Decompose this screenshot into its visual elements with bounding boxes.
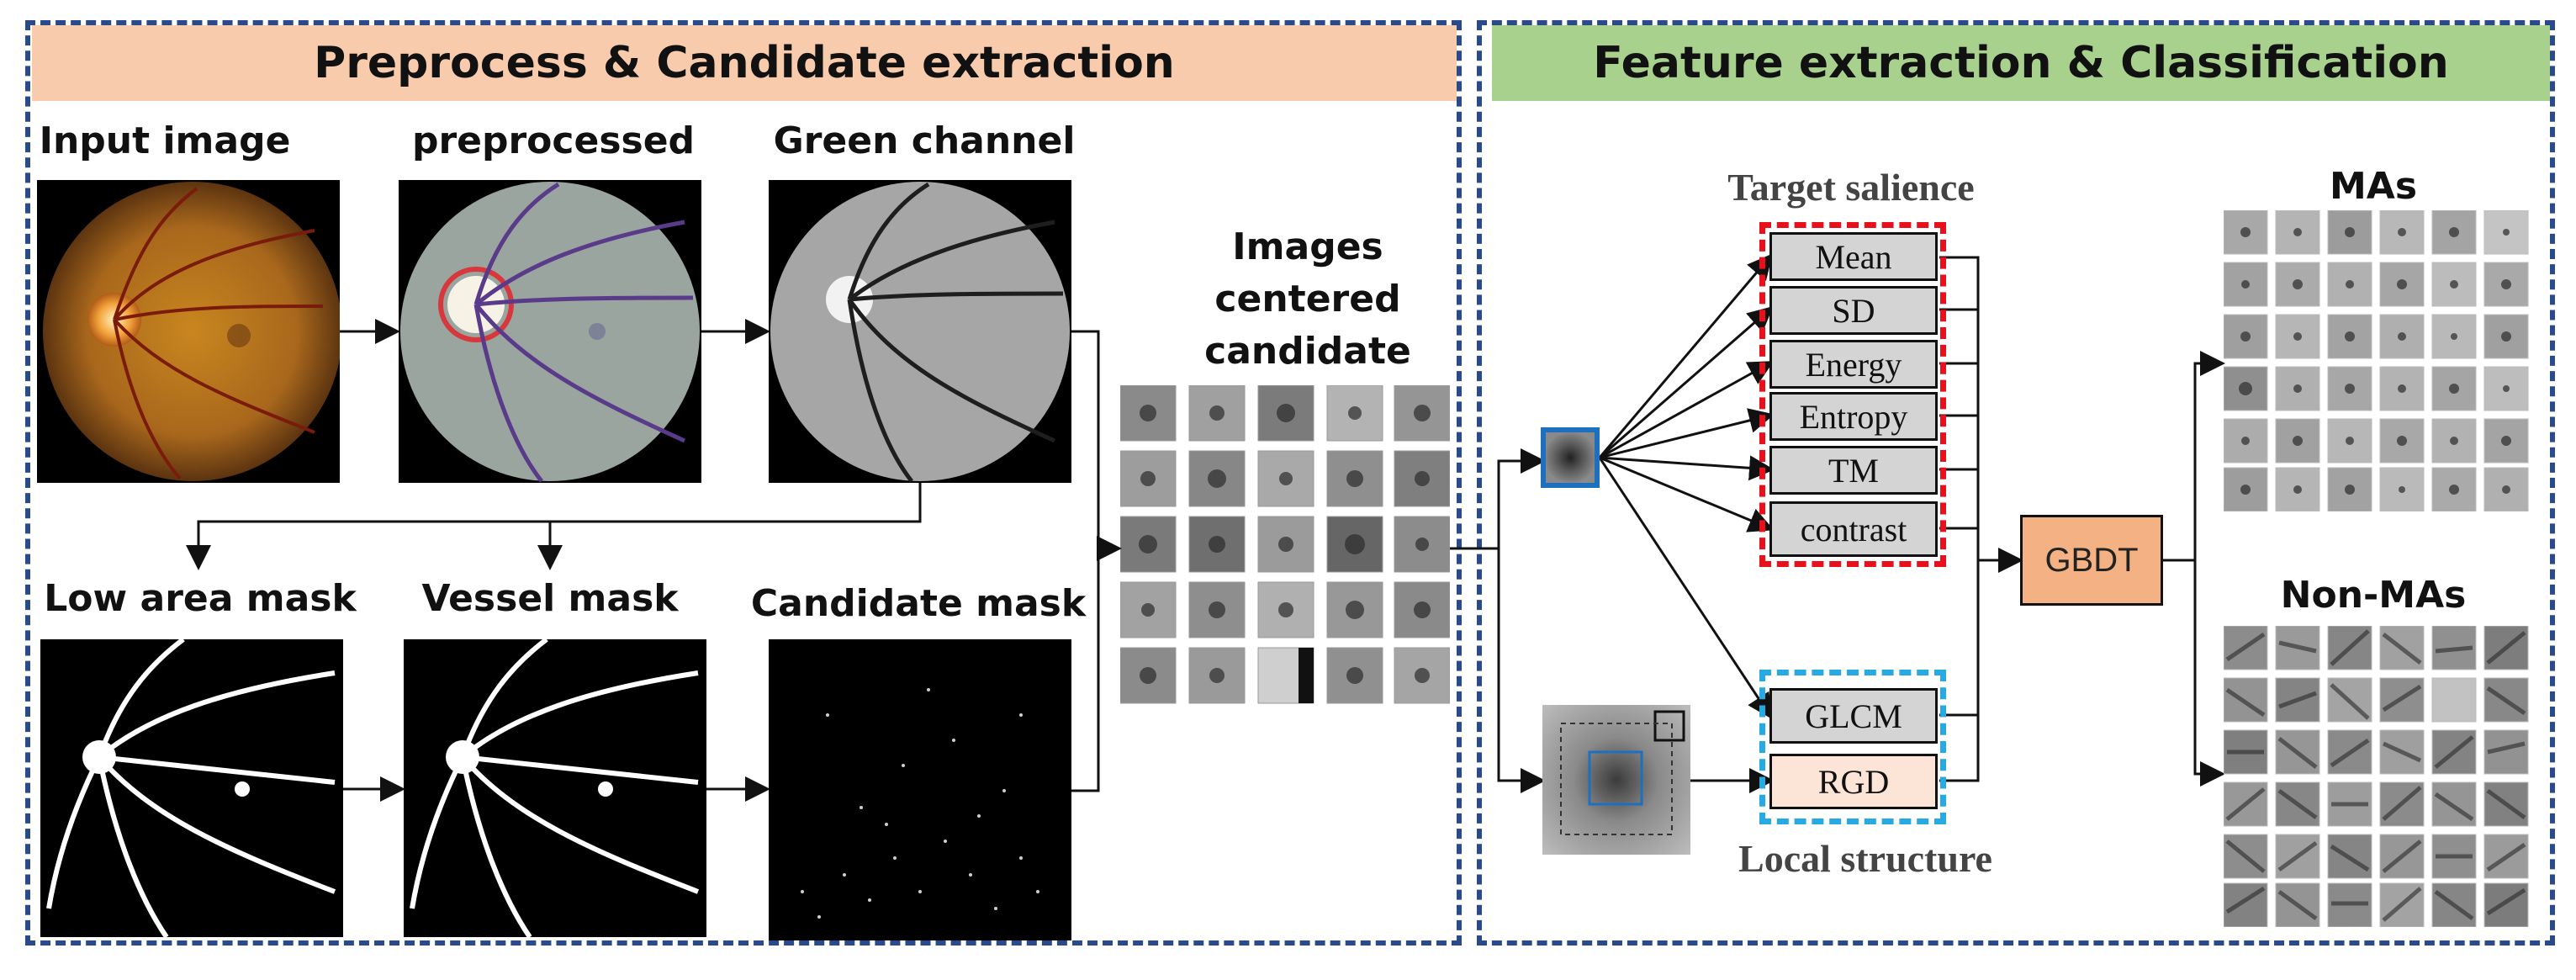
low-area-mask-label: Low area mask	[44, 577, 357, 620]
centered-title-line-1: Images	[1232, 225, 1383, 268]
left-banner: Preprocess & Candidate extraction	[32, 25, 1457, 101]
target-salience-box	[1759, 222, 1946, 567]
gbdt-classifier: GBDT	[2020, 515, 2163, 606]
candidate-mask-image	[769, 639, 1071, 940]
local-structure-box	[1759, 670, 1946, 824]
preprocessed-fundus-image	[399, 180, 701, 483]
vessel-mask-label: Vessel mask	[421, 577, 679, 620]
local-structure-title: Local structure	[1738, 837, 1992, 880]
feature-rgd: RGD	[1769, 754, 1938, 809]
vessel-mask-image	[404, 639, 706, 937]
non-mas-patch-grid	[2223, 625, 2533, 928]
feature-contrast: contrast	[1769, 501, 1938, 557]
candidate-mask-label: Candidate mask	[750, 582, 1087, 625]
green-channel-image	[769, 180, 1071, 483]
target-salience-title: Target salience	[1727, 166, 1975, 209]
input-fundus-image	[37, 180, 340, 483]
feature-tm: TM	[1769, 446, 1938, 495]
centered-title-line-3: candidate	[1204, 330, 1411, 373]
feature-glcm: GLCM	[1769, 688, 1938, 744]
feature-mean: Mean	[1769, 232, 1938, 281]
green-channel-label: Green channel	[773, 119, 1076, 162]
candidate-patch-grid	[1119, 384, 1451, 705]
low-area-mask-image	[40, 639, 343, 937]
mas-patch-grid	[2223, 209, 2533, 512]
feature-sd: SD	[1769, 286, 1938, 335]
non-mas-label: Non-MAs	[2280, 574, 2467, 617]
left-panel-border	[25, 20, 1462, 946]
input-image-label: Input image	[39, 119, 291, 162]
right-banner: Feature extraction & Classification	[1492, 25, 2550, 101]
feature-energy: Energy	[1769, 340, 1938, 389]
mas-label: MAs	[2329, 165, 2418, 208]
centered-title-line-2: centered	[1214, 278, 1401, 320]
preprocessed-label: preprocessed	[411, 119, 696, 162]
feature-entropy: Entropy	[1769, 392, 1938, 441]
local-structure-patch	[1542, 705, 1690, 855]
target-patch	[1541, 427, 1600, 488]
right-panel-border	[1477, 20, 2555, 946]
